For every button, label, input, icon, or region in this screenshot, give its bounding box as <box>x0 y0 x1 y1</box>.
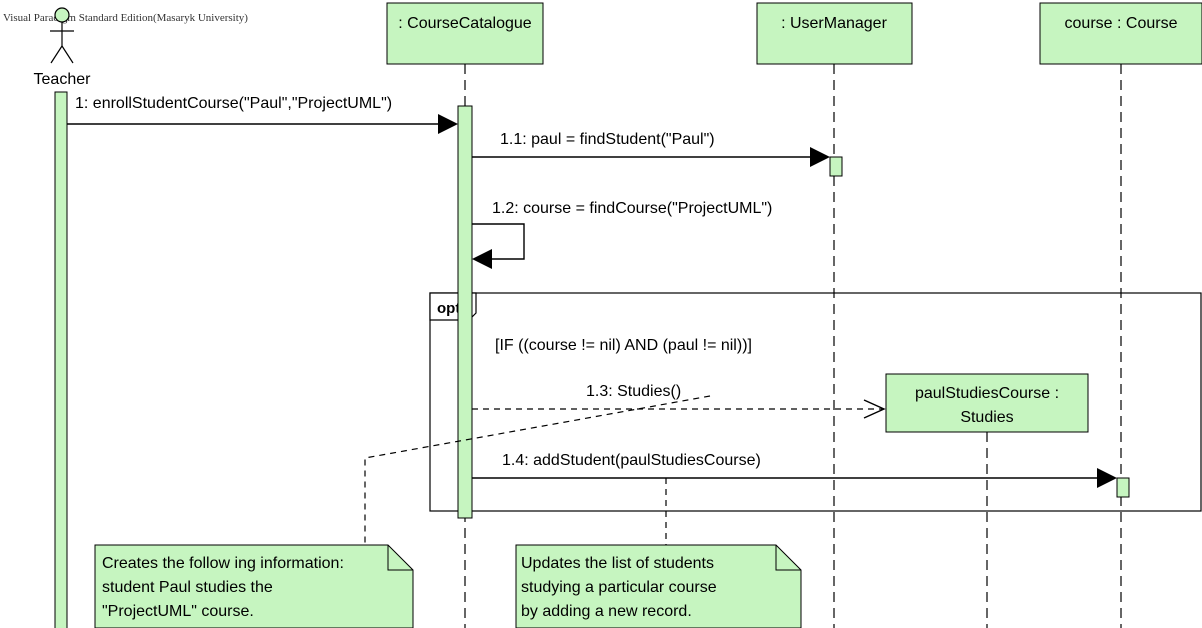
fragment-guard: [IF ((course != nil) AND (paul != nil))] <box>495 337 752 354</box>
fragment-operator: opt <box>437 300 460 317</box>
lifeline-label: : CourseCatalogue <box>398 15 532 32</box>
arrowhead-icon <box>810 147 830 167</box>
object-label-line1: paulStudiesCourse : <box>915 385 1059 402</box>
note-line: Updates the list of students <box>521 555 714 572</box>
note-line: "ProjectUML" course. <box>102 603 254 620</box>
message-1-3[interactable]: 1.3: Studies() <box>472 383 886 419</box>
watermark: Visual Paradigm Standard Edition(Masaryk… <box>3 12 248 24</box>
note-anchor-line <box>364 395 711 545</box>
message-1[interactable]: 1: enrollStudentCourse("Paul","ProjectUM… <box>67 95 458 134</box>
message-label: 1.2: course = findCourse("ProjectUML") <box>492 200 772 217</box>
lifeline-course[interactable]: course : Course <box>1039 2 1202 65</box>
lifeline-label: course : Course <box>1065 15 1178 32</box>
lifeline-user-manager[interactable]: : UserManager <box>756 2 913 65</box>
actor-teacher[interactable]: Teacher <box>34 7 92 88</box>
lifeline-course-catalogue[interactable]: : CourseCatalogue <box>386 2 544 65</box>
note-line: by adding a new record. <box>521 603 692 620</box>
message-label: 1.4: addStudent(paulStudiesCourse) <box>502 452 761 469</box>
note-line: Creates the follow ing information: <box>102 555 344 572</box>
message-label: 1.3: Studies() <box>586 383 681 400</box>
message-1-2[interactable]: 1.2: course = findCourse("ProjectUML") <box>472 200 772 269</box>
catalogue-activation <box>457 105 473 519</box>
note-line: studying a particular course <box>521 579 717 596</box>
arrowhead-icon <box>1097 468 1117 488</box>
message-1-1[interactable]: 1.1: paul = findStudent("Paul") <box>472 131 830 167</box>
lifeline-label: : UserManager <box>781 15 887 32</box>
open-arrowhead-icon <box>863 399 886 419</box>
note-line: student Paul studies the <box>102 579 273 596</box>
arrowhead-icon <box>438 114 458 134</box>
actor-head <box>54 7 70 23</box>
note-creates-info[interactable]: Creates the follow ing information: stud… <box>94 544 414 628</box>
object-label-line2: Studies <box>960 409 1013 426</box>
message-1-4[interactable]: 1.4: addStudent(paulStudiesCourse) <box>472 452 1117 488</box>
message-label: 1.1: paul = findStudent("Paul") <box>500 131 715 148</box>
usermanager-activation <box>829 156 843 177</box>
teacher-activation <box>54 91 68 628</box>
message-label: 1: enrollStudentCourse("Paul","ProjectUM… <box>75 95 392 112</box>
note-updates-list[interactable]: Updates the list of students studying a … <box>515 544 802 628</box>
actor-name: Teacher <box>34 71 92 88</box>
created-object-studies[interactable]: paulStudiesCourse : Studies <box>885 373 1089 433</box>
course-activation <box>1116 477 1130 498</box>
arrowhead-icon <box>472 249 492 269</box>
